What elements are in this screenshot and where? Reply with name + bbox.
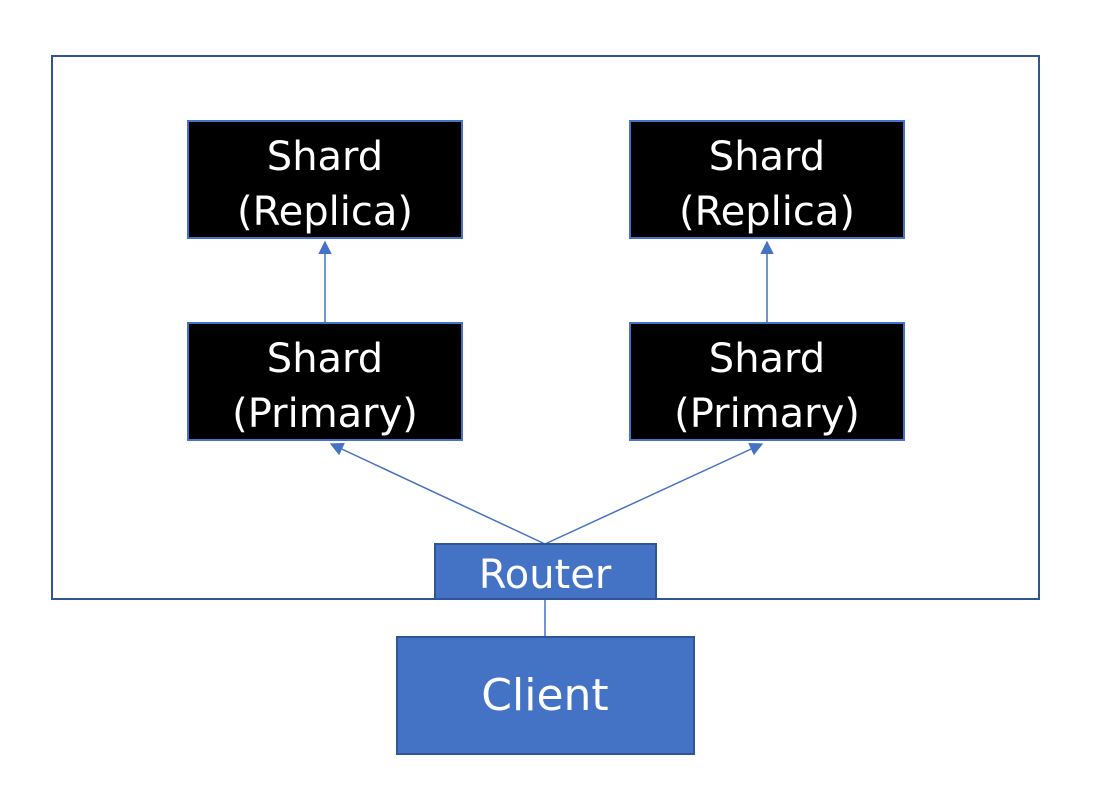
client-label: Client [481,670,608,721]
router-to-primary-right-arrow [544,442,764,545]
shard-replica-right-line2: (Replica) [679,189,855,235]
shard-primary-left-line2: (Primary) [232,391,418,437]
router-label: Router [479,552,612,598]
shard-replica-left-line2: (Replica) [237,189,413,235]
shard-primary-left-line1: Shard [267,336,383,382]
shard-primary-right-line2: (Primary) [674,391,860,437]
shard-primary-right[interactable]: Shard (Primary) [629,322,905,441]
client-node[interactable]: Client [396,636,695,755]
shard-replica-right[interactable]: Shard (Replica) [629,120,905,239]
router-to-primary-left-arrow [329,443,546,545]
shard-primary-right-line1: Shard [709,336,825,382]
shard-replica-left[interactable]: Shard (Replica) [187,120,463,239]
router-node[interactable]: Router [434,543,657,600]
shard-replica-left-line1: Shard [267,134,383,180]
shard-primary-left[interactable]: Shard (Primary) [187,322,463,441]
shard-replica-right-line1: Shard [709,134,825,180]
